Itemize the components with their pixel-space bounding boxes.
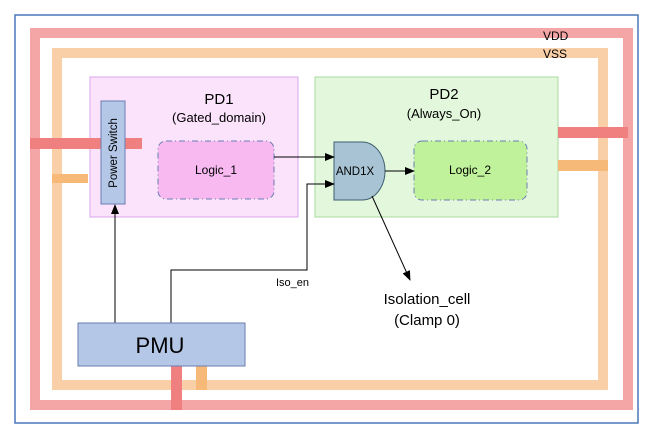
isolation-cell-clamp: (Clamp 0) xyxy=(394,312,460,329)
vdd-stub-bottom xyxy=(171,366,182,410)
vdd-ring xyxy=(30,28,633,410)
isolation-cell-label: Isolation_cell xyxy=(384,291,471,308)
logic-1-block xyxy=(157,140,275,200)
vss-ring xyxy=(52,48,608,390)
pd2-title: PD2 xyxy=(429,86,458,103)
iso-en-wire xyxy=(170,180,335,323)
vss-stub-left xyxy=(52,174,88,183)
power-switch-label: Power Switch xyxy=(108,118,120,188)
pmu-block xyxy=(77,322,246,367)
pd1-title: PD1 xyxy=(204,91,233,108)
and1x-gate xyxy=(333,141,386,201)
vdd-stub-right xyxy=(558,127,628,138)
vdd-label: VDD xyxy=(543,29,569,43)
pd1-subtitle: (Gated_domain) xyxy=(172,110,266,125)
and-to-isolation-label-arrow xyxy=(371,195,411,281)
pmu-label: PMU xyxy=(136,333,185,358)
iso-en-label: Iso_en xyxy=(276,277,309,289)
vdd-stub-left xyxy=(30,138,142,149)
logic-1-label: Logic_1 xyxy=(195,163,237,177)
vss-label: VSS xyxy=(543,47,567,61)
vss-stub-right xyxy=(558,160,608,171)
pd2-subtitle: (Always_On) xyxy=(407,106,481,121)
logic-2-label: Logic_2 xyxy=(449,163,491,177)
and1x-label: AND1X xyxy=(336,166,375,178)
vss-stub-bottom xyxy=(196,366,207,390)
